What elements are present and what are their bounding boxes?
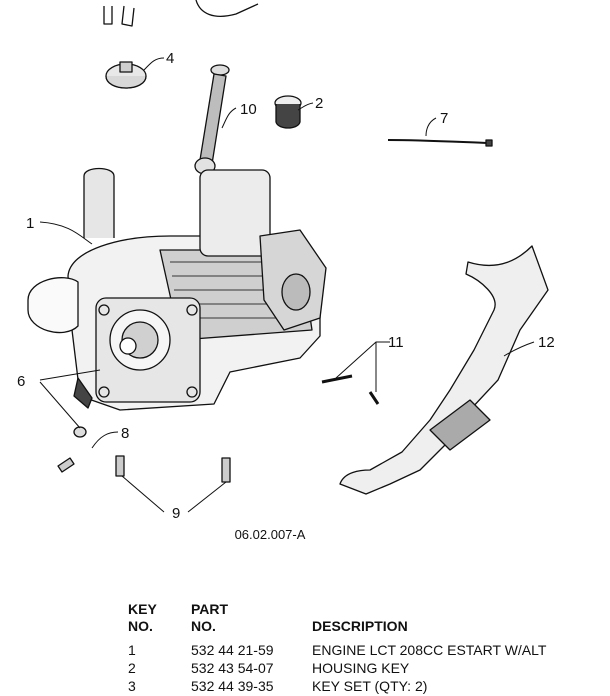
table-row: 1 532 44 21-59 ENGINE LCT 208CC ESTART W… (128, 641, 546, 659)
part-wire (387, 139, 493, 147)
header-part-line1: PART (191, 601, 229, 617)
row-description: ENGINE LCT 208CC ESTART W/ALT (312, 642, 547, 658)
header-key-line1: KEY (128, 601, 157, 617)
row-description: KEY SET (QTY: 2) (312, 678, 428, 694)
header-key-line2: NO. (128, 618, 153, 634)
table-row: 3 532 44 39-35 KEY SET (QTY: 2) (128, 677, 546, 695)
callout-9: 9 (172, 505, 180, 522)
part-bolts-11 (321, 374, 380, 405)
parts-table: KEY PART NO. NO. DESCRIPTION 1 532 44 21… (128, 601, 546, 695)
callout-2: 2 (315, 95, 323, 112)
header-part-line2: NO. (191, 618, 216, 634)
figure-code: 06.02.007-A (234, 527, 306, 542)
callout-7: 7 (440, 110, 448, 127)
top-clips-part (103, 0, 259, 27)
row-key: 1 (128, 642, 136, 658)
engine-body (27, 167, 327, 411)
callout-10: 10 (240, 101, 257, 118)
row-part-number: 532 44 21-59 (191, 642, 274, 658)
callout-4: 4 (166, 50, 174, 67)
callout-6: 6 (17, 373, 25, 390)
row-part-number: 532 44 39-35 (191, 678, 274, 694)
part-dipstick (194, 64, 230, 175)
callout-8: 8 (121, 425, 129, 442)
header-description: DESCRIPTION (312, 618, 408, 634)
table-row: 2 532 43 54-07 HOUSING KEY (128, 659, 546, 677)
part-oil-cap (105, 61, 147, 89)
callout-12: 12 (538, 334, 555, 351)
row-key: 3 (128, 678, 136, 694)
parts-table-header-row2: NO. NO. DESCRIPTION (128, 618, 546, 641)
parts-table-header-row1: KEY PART (128, 601, 546, 618)
row-key: 2 (128, 660, 136, 676)
leader-lines (39, 57, 535, 513)
callout-1: 1 (26, 215, 34, 232)
part-key-housing (274, 95, 302, 129)
row-part-number: 532 43 54-07 (191, 660, 274, 676)
part-shroud (339, 245, 549, 495)
engine-exploded-diagram: 1 2 4 6 7 8 9 10 11 12 (17, 0, 555, 522)
part-fasteners (57, 426, 231, 483)
row-description: HOUSING KEY (312, 660, 410, 676)
callout-11: 11 (388, 334, 404, 351)
